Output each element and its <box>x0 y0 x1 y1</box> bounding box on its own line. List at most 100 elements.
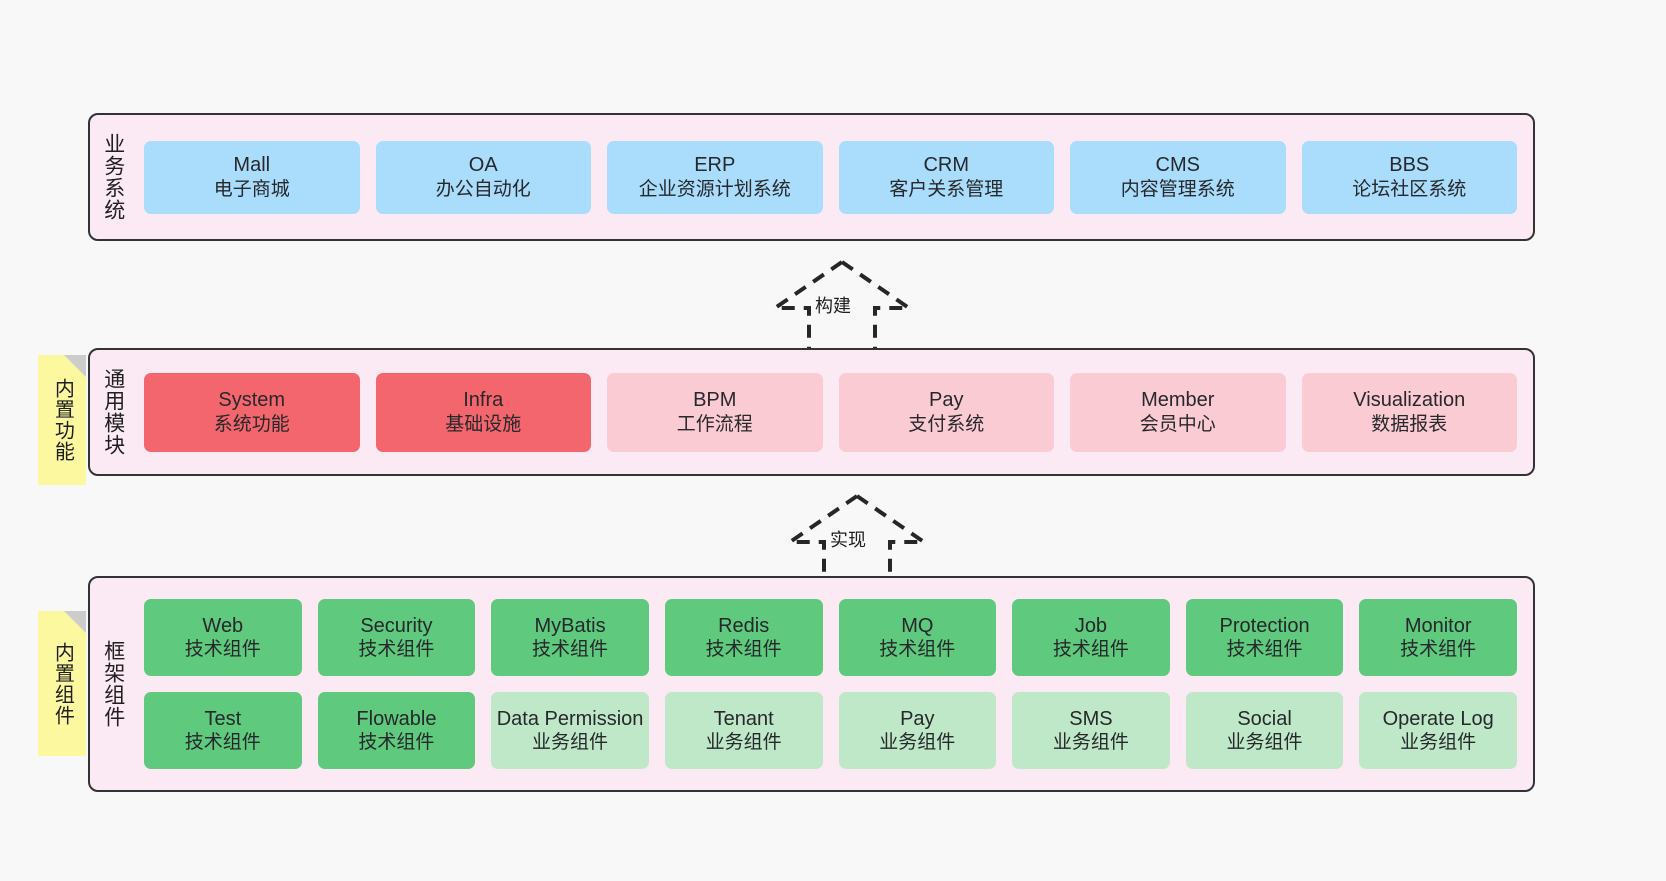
card-subtitle: 业务组件 <box>1052 732 1129 754</box>
card-mybatis[interactable]: MyBatis 技术组件 <box>491 599 649 676</box>
card-title: Protection <box>1219 614 1310 637</box>
card-title: Tenant <box>713 707 774 730</box>
card-subtitle: 业务组件 <box>1226 732 1303 754</box>
connector-build-label: 构建 <box>815 296 851 316</box>
card-title: System <box>218 389 286 412</box>
card-mall[interactable]: Mall 电子商城 <box>144 140 360 214</box>
card-title: MQ <box>901 614 934 637</box>
card-system[interactable]: System 系统功能 <box>144 372 360 452</box>
card-subtitle: 技术组件 <box>1226 639 1303 661</box>
card-subtitle: 支付系统 <box>908 413 985 435</box>
card-title: Security <box>360 614 433 637</box>
card-subtitle: 技术组件 <box>358 732 435 754</box>
card-subtitle: 数据报表 <box>1371 413 1448 435</box>
layer-body-business-systems: Mall 电子商城 OA 办公自动化 ERP 企业资源计划系统 CRM 客户关系… <box>136 115 1533 239</box>
card-title: Monitor <box>1404 614 1472 637</box>
connector-implement-arrow <box>772 492 942 588</box>
card-subtitle: 业务组件 <box>879 732 956 754</box>
card-title: BBS <box>1389 154 1430 177</box>
card-bpm[interactable]: BPM 工作流程 <box>607 372 823 452</box>
layer-common-modules: 通用模块 System 系统功能 Infra 基础设施 BPM 工作流程 Pay… <box>88 348 1535 476</box>
card-subtitle: 技术组件 <box>184 639 261 661</box>
card-pay-biz[interactable]: Pay 业务组件 <box>838 692 997 769</box>
card-oa[interactable]: OA 办公自动化 <box>375 140 591 214</box>
card-subtitle: 技术组件 <box>879 639 956 661</box>
card-title: Mall <box>233 154 271 177</box>
note-builtin-functions: 内置功能 <box>38 355 86 485</box>
layer-title-business-systems: 业务系统 <box>101 133 125 221</box>
card-subtitle: 内容管理系统 <box>1120 178 1235 200</box>
card-flowable[interactable]: Flowable 技术组件 <box>317 692 476 769</box>
card-title: Member <box>1141 389 1215 412</box>
card-security[interactable]: Security 技术组件 <box>317 599 476 676</box>
card-crm[interactable]: CRM 客户关系管理 <box>838 140 1054 214</box>
card-subtitle: 技术组件 <box>1400 639 1477 661</box>
card-subtitle: 技术组件 <box>184 732 261 754</box>
card-member[interactable]: Member 会员中心 <box>1070 372 1286 452</box>
card-subtitle: 业务组件 <box>1400 732 1477 754</box>
card-subtitle: 基础设施 <box>445 413 522 435</box>
card-pay[interactable]: Pay 支付系统 <box>838 372 1054 452</box>
card-row: Mall 电子商城 OA 办公自动化 ERP 企业资源计划系统 CRM 客户关系… <box>144 140 1517 214</box>
card-subtitle: 技术组件 <box>358 639 435 661</box>
card-title: MyBatis <box>534 614 606 637</box>
card-subtitle: 业务组件 <box>705 732 782 754</box>
card-subtitle: 论坛社区系统 <box>1352 178 1467 200</box>
card-infra[interactable]: Infra 基础设施 <box>375 372 591 452</box>
card-title: CRM <box>923 154 970 177</box>
card-title: Infra <box>463 389 504 412</box>
card-subtitle: 工作流程 <box>676 413 753 435</box>
card-tenant[interactable]: Tenant 业务组件 <box>664 692 823 769</box>
card-subtitle: 技术组件 <box>1052 639 1129 661</box>
card-protection[interactable]: Protection 技术组件 <box>1185 599 1344 676</box>
card-title: Job <box>1074 614 1108 637</box>
card-subtitle: 客户关系管理 <box>889 178 1004 200</box>
card-cms[interactable]: CMS 内容管理系统 <box>1070 140 1286 214</box>
card-monitor[interactable]: Monitor 技术组件 <box>1359 599 1517 676</box>
connector-implement-label: 实现 <box>830 530 866 550</box>
card-title: Social <box>1237 707 1292 730</box>
card-title: BPM <box>693 389 737 412</box>
note-builtin-components: 内置组件 <box>38 611 86 756</box>
card-title: Pay <box>929 389 964 412</box>
card-sms[interactable]: SMS 业务组件 <box>1012 692 1170 769</box>
card-job[interactable]: Job 技术组件 <box>1012 599 1170 676</box>
card-row: System 系统功能 Infra 基础设施 BPM 工作流程 Pay 支付系统… <box>144 372 1517 452</box>
card-data-permission[interactable]: Data Permission 业务组件 <box>491 692 649 769</box>
card-erp[interactable]: ERP 企业资源计划系统 <box>607 140 823 214</box>
card-subtitle: 会员中心 <box>1139 413 1216 435</box>
card-subtitle: 技术组件 <box>532 639 609 661</box>
card-visualization[interactable]: Visualization 数据报表 <box>1301 372 1517 452</box>
layer-title-common-modules: 通用模块 <box>101 368 125 456</box>
layer-body-common-modules: System 系统功能 Infra 基础设施 BPM 工作流程 Pay 支付系统… <box>136 350 1533 474</box>
card-social[interactable]: Social 业务组件 <box>1185 692 1344 769</box>
card-title: ERP <box>694 154 736 177</box>
card-title: Operate Log <box>1382 707 1494 730</box>
card-title: Pay <box>900 707 935 730</box>
card-bbs[interactable]: BBS 论坛社区系统 <box>1301 140 1517 214</box>
card-redis[interactable]: Redis 技术组件 <box>664 599 823 676</box>
layer-business-systems: 业务系统 Mall 电子商城 OA 办公自动化 ERP 企业资源计划系统 CRM… <box>88 113 1535 241</box>
card-title: SMS <box>1069 707 1113 730</box>
card-subtitle: 电子商城 <box>213 178 290 200</box>
card-title: Test <box>204 707 242 730</box>
card-subtitle: 企业资源计划系统 <box>638 178 791 200</box>
card-subtitle: 技术组件 <box>705 639 782 661</box>
layer-body-framework-components: Web 技术组件 Security 技术组件 MyBatis 技术组件 Redi… <box>136 578 1533 790</box>
connector-build-arrow <box>757 258 927 354</box>
card-title: Data Permission <box>496 707 644 730</box>
card-row-biz: Test 技术组件 Flowable 技术组件 Data Permission … <box>144 692 1517 769</box>
card-mq[interactable]: MQ 技术组件 <box>838 599 997 676</box>
card-subtitle: 业务组件 <box>532 732 609 754</box>
card-operate-log[interactable]: Operate Log 业务组件 <box>1359 692 1517 769</box>
card-title: OA <box>468 154 498 177</box>
layer-title-framework-components: 框架组件 <box>101 640 125 728</box>
card-subtitle: 系统功能 <box>213 413 290 435</box>
card-test[interactable]: Test 技术组件 <box>144 692 302 769</box>
card-title: CMS <box>1155 154 1200 177</box>
card-title: Flowable <box>356 707 437 730</box>
card-web[interactable]: Web 技术组件 <box>144 599 302 676</box>
card-subtitle: 办公自动化 <box>435 178 531 200</box>
card-row-tech: Web 技术组件 Security 技术组件 MyBatis 技术组件 Redi… <box>144 599 1517 676</box>
